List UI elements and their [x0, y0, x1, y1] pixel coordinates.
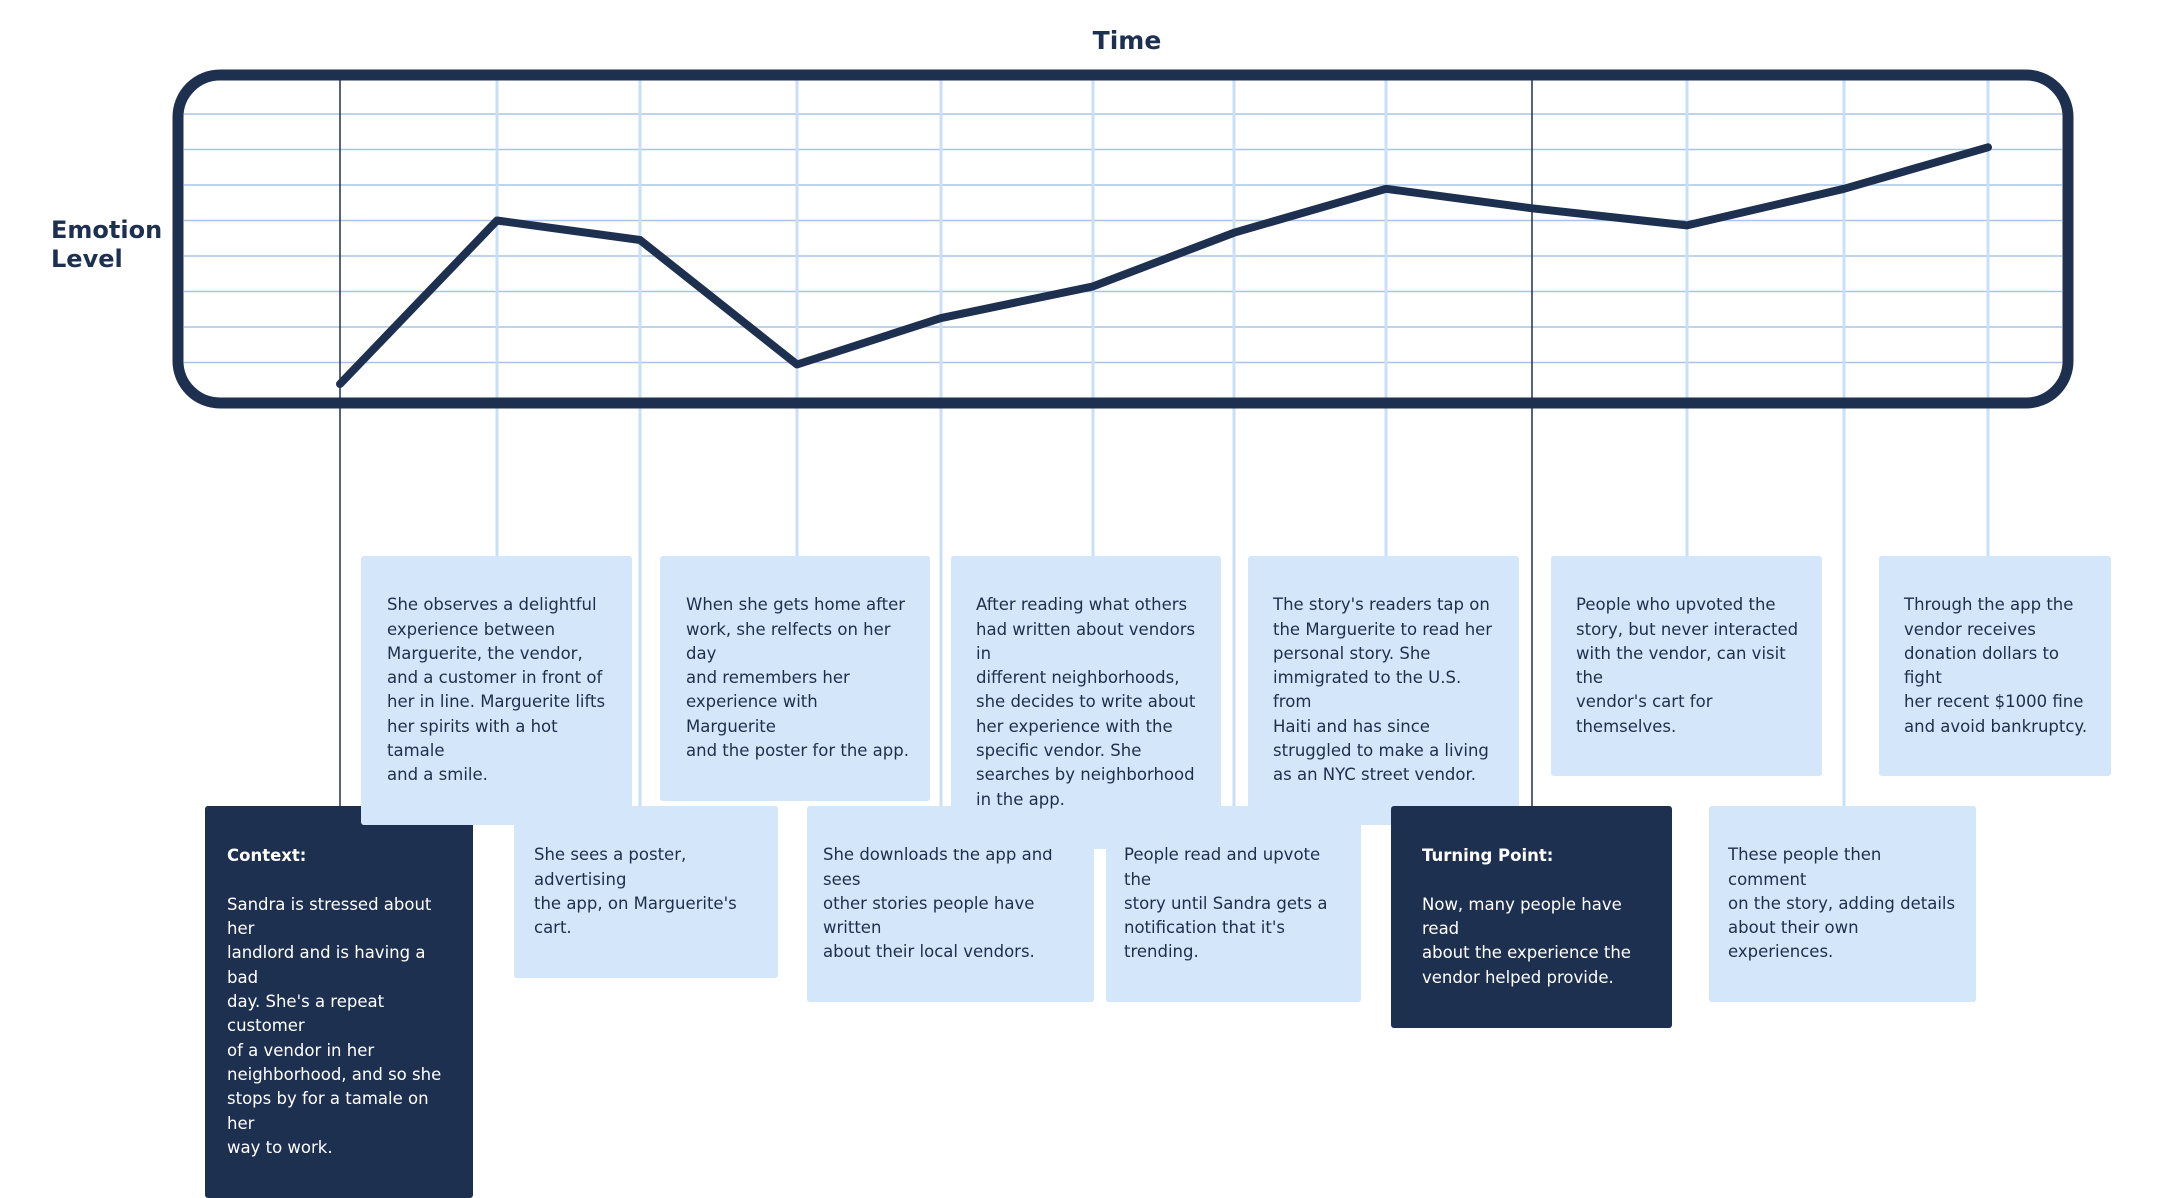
step-card-text: Sandra is stressed about her landlord an…: [227, 894, 442, 1157]
step-card-title: Turning Point:: [1422, 846, 1554, 866]
step-card-text: People who upvoted the story, but never …: [1576, 595, 1799, 736]
y-axis-label: Emotion Level: [51, 216, 163, 273]
step-card-text: Through the app the vendor receives dona…: [1904, 595, 2088, 736]
step-card-text: When she gets home after work, she relfe…: [686, 595, 909, 761]
step-card-title: Context:: [227, 846, 307, 866]
step-card-observe: She observes a delightful experience bet…: [361, 556, 632, 825]
chart-frame: [172, 69, 2074, 409]
step-card-turning: Turning Point: Now, many people have rea…: [1391, 806, 1672, 1029]
step-card-context: Context: Sandra is stressed about her la…: [205, 806, 473, 1198]
step-card-readers: The story's readers tap on the Marguerit…: [1248, 556, 1519, 825]
emotion-grid: [184, 113, 2062, 364]
step-card-text: Now, many people have read about the exp…: [1422, 894, 1631, 987]
step-card-write: After reading what others had written ab…: [951, 556, 1221, 850]
step-card-text: These people then comment on the story, …: [1728, 845, 1956, 962]
step-card-text: After reading what others had written ab…: [976, 595, 1196, 809]
step-card-text: People read and upvote the story until S…: [1124, 845, 1328, 962]
journey-map-chart: [172, 69, 2074, 806]
x-axis-label: Time: [1092, 26, 1162, 55]
step-connector-lines: [339, 80, 1990, 806]
step-card-poster: She sees a poster, advertising the app, …: [514, 806, 778, 978]
step-card-reflect: When she gets home after work, she relfe…: [660, 556, 930, 801]
step-card-text: She downloads the app and sees other sto…: [823, 845, 1053, 962]
step-card-upvote: People read and upvote the story until S…: [1106, 806, 1361, 1003]
step-card-donation: Through the app the vendor receives dona…: [1879, 556, 2111, 777]
emotion-line: [336, 143, 1992, 388]
step-card-text: She sees a poster, advertising the app, …: [534, 845, 737, 938]
step-card-visit: People who upvoted the story, but never …: [1551, 556, 1822, 777]
step-card-comment: These people then comment on the story, …: [1709, 806, 1976, 1003]
step-card-text: The story's readers tap on the Marguerit…: [1273, 595, 1493, 785]
step-card-text: She observes a delightful experience bet…: [387, 595, 606, 785]
